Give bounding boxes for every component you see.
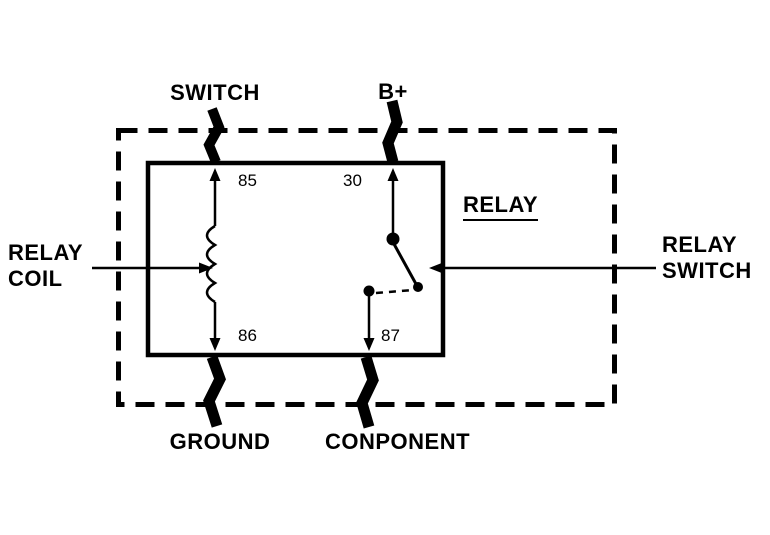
- switch-blade: [392, 243, 418, 285]
- pin-85-label: 85: [238, 171, 257, 190]
- pin-86-label: 86: [238, 326, 257, 345]
- coil-winding: [205, 224, 218, 304]
- switch-blade-tip-dot: [413, 282, 423, 292]
- relay-coil-pointer-arrow: [92, 262, 213, 274]
- ground-terminal-label: GROUND: [169, 429, 271, 454]
- switch-arrow-up-icon: [387, 168, 399, 181]
- component-terminal-label: CONPONENT: [324, 429, 471, 454]
- relay-coil-callout-line2: COIL: [8, 266, 63, 291]
- pin-87-label: 87: [381, 326, 400, 345]
- relay-title: RELAY: [463, 192, 539, 221]
- switch-terminal-post: [203, 107, 225, 164]
- switch-pointer-arrowhead-icon: [429, 262, 443, 274]
- bplus-terminal-label: B+: [378, 79, 408, 104]
- relay-coil-symbol: [205, 168, 221, 351]
- coil-pointer-arrowhead-icon: [199, 262, 213, 274]
- relay-switch-symbol: [363, 168, 423, 351]
- relay-title-text: RELAY: [463, 192, 539, 221]
- relay-coil-callout-line1: RELAY: [8, 240, 84, 265]
- relay-switch-callout-line2: SWITCH: [662, 258, 752, 283]
- switch-pivot-contact-dot: [386, 232, 400, 246]
- relay-body-outline: [145, 160, 446, 358]
- coil-arrow-down-icon: [209, 338, 221, 351]
- relay-switch-callout-line1: RELAY: [662, 232, 738, 257]
- relay-switch-pointer-arrow: [429, 262, 656, 274]
- relay-coil-callout: RELAY COIL: [8, 240, 83, 292]
- ground-terminal-post: [203, 355, 226, 428]
- pin-30-label: 30: [343, 171, 362, 190]
- switch-arrow-down-icon: [363, 338, 375, 351]
- switch-motion-dashed-line: [375, 288, 414, 295]
- switch-fixed-contact-dot: [363, 285, 375, 297]
- component-terminal-post: [356, 355, 379, 429]
- coil-arrow-up-icon: [209, 168, 221, 181]
- relay-switch-callout: RELAY SWITCH: [662, 232, 752, 284]
- bplus-terminal-post: [382, 99, 403, 164]
- switch-terminal-label: SWITCH: [170, 80, 260, 105]
